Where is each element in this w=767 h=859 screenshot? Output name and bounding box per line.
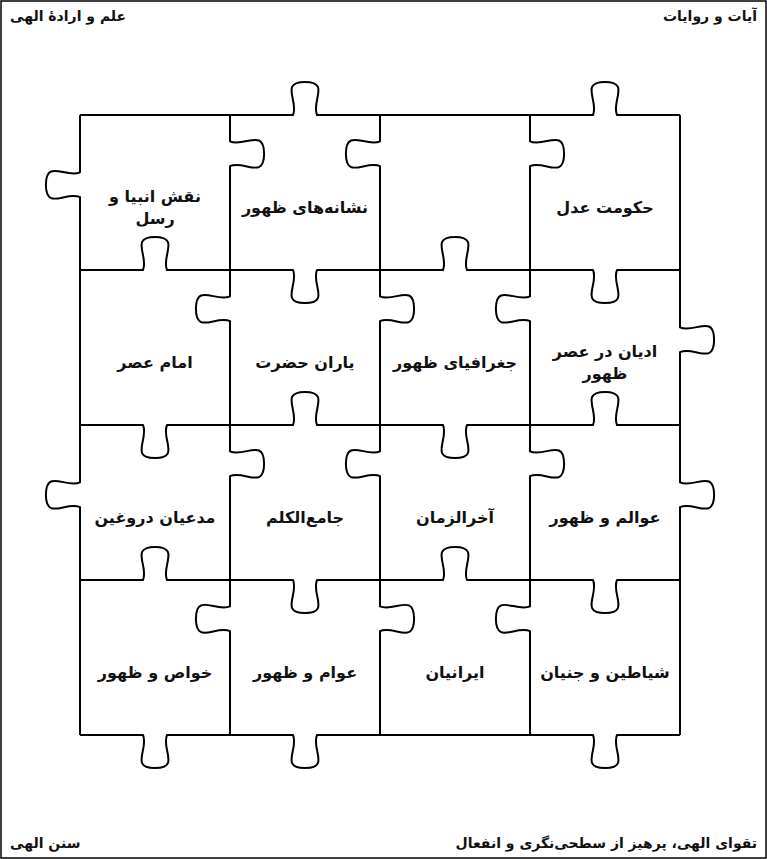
puzzle-edge xyxy=(230,82,380,115)
piece-label: عوالم و ظهور xyxy=(550,507,661,529)
puzzle-edge xyxy=(496,270,530,425)
puzzle-edge xyxy=(380,547,530,580)
piece-label: عوام و ظهور xyxy=(253,662,357,684)
puzzle-edge xyxy=(380,734,530,736)
puzzle-edge xyxy=(196,270,230,425)
piece-label: جغرافیای ظهور xyxy=(393,352,517,374)
puzzle-edge xyxy=(530,735,680,768)
puzzle-piece: شیاطین و جنیان xyxy=(530,580,680,735)
puzzle-edge xyxy=(46,425,80,580)
puzzle-edge xyxy=(530,580,680,613)
puzzle-piece: مدعیان دروغین xyxy=(80,425,230,580)
puzzle-piece: ادیان در عصر ظهور xyxy=(530,270,680,425)
puzzle-edge xyxy=(346,425,380,580)
puzzle-edge xyxy=(80,237,230,270)
puzzle-edge xyxy=(80,114,230,116)
corner-label: تقوای الهی، پرهیز از سطحی‌نگری و انفعال xyxy=(456,835,757,851)
corner-label: آیات و روایات xyxy=(663,8,757,24)
puzzle-edge xyxy=(380,580,414,735)
puzzle-edge xyxy=(196,580,230,735)
piece-label: یاران حضرت xyxy=(255,352,354,374)
puzzle-edge xyxy=(230,580,380,613)
corner-label: علم و ارادهٔ الهی xyxy=(10,8,126,24)
piece-label: آخرالزمان xyxy=(416,507,494,529)
puzzle-piece: آخرالزمان xyxy=(380,425,530,580)
piece-label: نشانه‌های ظهور xyxy=(242,197,368,219)
puzzle-piece: نقش انبیا و رسل xyxy=(80,115,230,270)
puzzle-piece: جامع‌الکلم xyxy=(230,425,380,580)
piece-label: مدعیان دروغین xyxy=(94,507,215,529)
piece-label: ایرانیان xyxy=(425,662,484,684)
puzzle-edge xyxy=(230,735,380,768)
puzzle-edge xyxy=(80,425,230,458)
puzzle-edge xyxy=(680,270,714,425)
piece-label: نقش انبیا و رسل xyxy=(88,186,222,229)
puzzle-edge xyxy=(230,392,380,425)
puzzle-edge xyxy=(530,425,564,580)
puzzle-edge xyxy=(230,115,264,270)
puzzle-piece: عوالم و ظهور xyxy=(530,425,680,580)
puzzle-edge xyxy=(496,580,530,735)
piece-label: شیاطین و جنیان xyxy=(540,662,670,684)
piece-label: خواص و ظهور xyxy=(98,662,213,684)
puzzle-edge xyxy=(380,114,530,116)
corner-label: سنن الهی xyxy=(10,835,80,851)
puzzle-edge xyxy=(79,270,81,425)
puzzle-edge xyxy=(80,735,230,768)
piece-label: ادیان در عصر ظهور xyxy=(538,341,672,384)
puzzle-edge xyxy=(680,425,714,580)
puzzle-edge xyxy=(679,115,681,270)
puzzle-edge xyxy=(346,115,380,270)
piece-label: امام عصر xyxy=(117,352,192,374)
puzzle-edge xyxy=(380,425,530,458)
puzzle-edge xyxy=(230,270,380,303)
piece-label: جامع‌الکلم xyxy=(266,507,344,529)
puzzle-edge xyxy=(380,270,414,425)
puzzle-piece: عوام و ظهور xyxy=(230,580,380,735)
puzzle-piece: امام عصر xyxy=(80,270,230,425)
puzzle-piece: ایرانیان xyxy=(380,580,530,735)
piece-label: حکومت عدل xyxy=(556,197,653,219)
puzzle-edge xyxy=(79,580,81,735)
puzzle-piece: خواص و ظهور xyxy=(80,580,230,735)
puzzle-piece: جغرافیای ظهور xyxy=(380,270,530,425)
puzzle-edge xyxy=(530,392,680,425)
puzzle-edge xyxy=(530,82,680,115)
puzzle-edge xyxy=(230,425,264,580)
puzzle-edge xyxy=(46,115,80,270)
puzzle-piece: یاران حضرت xyxy=(230,270,380,425)
puzzle-piece: نشانه‌های ظهور xyxy=(230,115,380,270)
puzzle-edge xyxy=(80,547,230,580)
puzzle-edge xyxy=(380,237,530,270)
puzzle-edge xyxy=(679,580,681,735)
puzzle-piece: حکومت عدل xyxy=(530,115,680,270)
puzzle-edge xyxy=(530,270,680,303)
puzzle-edge xyxy=(530,115,564,270)
